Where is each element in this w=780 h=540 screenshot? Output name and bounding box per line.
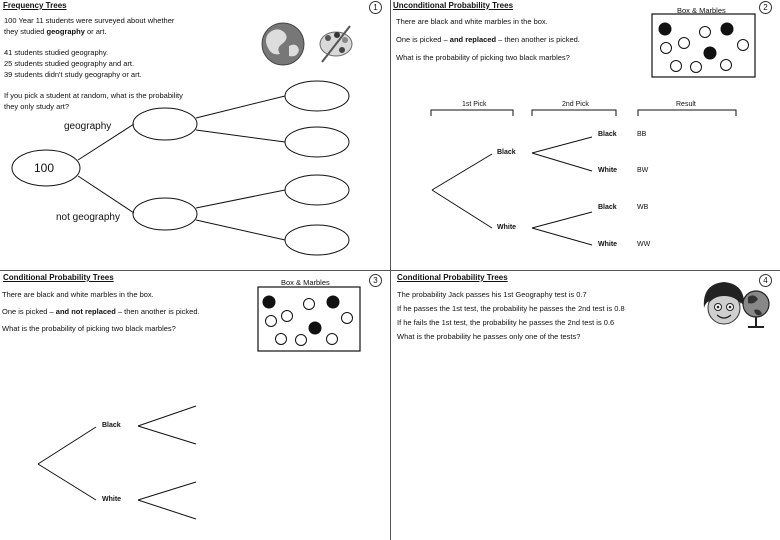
problem-line-2: If he passes the 1st test, the probabili… [397, 304, 625, 313]
problem-line-1: There are black and white marbles in the… [2, 290, 154, 299]
root-value: 100 [34, 161, 55, 175]
frequency-tree [11, 80, 350, 256]
line-text-end: – then another is picked. [496, 35, 580, 44]
geography-node [132, 107, 198, 141]
branch-label-geography: geography [64, 121, 112, 132]
tree-headers [430, 109, 737, 116]
paint-palette-icon [319, 25, 353, 63]
fact-1: 41 students studied geography. [4, 48, 109, 57]
conditional-trees-panel: Conditional Probability Trees 3 There ar… [0, 270, 390, 540]
conditional-trees-panel-2: Conditional Probability Trees 4 The prob… [390, 270, 780, 540]
unconditional-trees-panel: Unconditional Probability Trees 2 There … [390, 0, 780, 270]
first-pick-white: White [497, 224, 517, 231]
header-result: Result [676, 101, 696, 108]
intro-line-2: they studied geography or art. [4, 27, 107, 36]
first-pick-white: White [102, 496, 122, 503]
problem-line-3: What is the probability of picking two b… [2, 324, 176, 333]
problem-line-2: One is picked – and replaced – then anot… [396, 35, 580, 44]
question-number: 4 [759, 274, 772, 287]
panel-title: Conditional Probability Trees [397, 273, 508, 282]
result-label: WW [637, 241, 651, 248]
problem-line-2: One is picked – and not replaced – then … [2, 307, 200, 316]
intro-line-1: 100 Year 11 students were surveyed about… [4, 16, 175, 25]
line-bold: and replaced [449, 35, 497, 44]
panel-title: Frequency Trees [3, 1, 67, 10]
horizontal-divider [0, 270, 780, 271]
panel-title: Unconditional Probability Trees [393, 1, 514, 10]
result-label: WB [637, 204, 649, 211]
first-pick-black: Black [102, 422, 121, 429]
branch-label-not-geography: not geography [56, 212, 120, 223]
result-label: BW [637, 167, 649, 174]
box-title: Box & Marbles [281, 278, 330, 287]
second-pick-label: Black [598, 131, 617, 138]
header-second-pick: 2nd Pick [562, 101, 589, 108]
fact-2: 25 students studied geography and art. [4, 59, 135, 68]
second-pick-label: White [598, 167, 618, 174]
fact-3: 39 students didn't study geography or ar… [4, 70, 142, 79]
problem-line-3: If he fails the 1st test, the probabilit… [397, 318, 615, 327]
first-pick-black: Black [497, 149, 516, 156]
line-bold: and not replaced [55, 307, 116, 316]
result-label: BB [637, 131, 647, 138]
problem-line-1: The probability Jack passes his 1st Geog… [397, 290, 587, 299]
not-geography-node [132, 197, 198, 231]
intro-text-end: or art. [84, 27, 107, 36]
root-node [11, 149, 81, 187]
frequency-trees-panel: Frequency Trees 1 100 Year 11 students w… [0, 0, 390, 270]
probability-tree [431, 136, 593, 246]
header-first-pick: 1st Pick [462, 101, 487, 108]
intro-bold: geography [46, 27, 85, 36]
box-title: Box & Marbles [677, 6, 726, 15]
marble-box [651, 13, 756, 78]
question-line-2: they only study art? [4, 102, 70, 111]
question-number: 3 [369, 274, 382, 287]
problem-line-4: What is the probability he passes only o… [397, 332, 581, 341]
question-number: 1 [369, 1, 382, 14]
problem-line-1: There are black and white marbles in the… [396, 17, 548, 26]
probability-tree [37, 405, 197, 520]
globe-icon [261, 22, 305, 66]
question-line-1: If you pick a student at random, what is… [4, 91, 183, 100]
student-with-globe-icon [703, 282, 770, 328]
marble-box [257, 286, 361, 352]
second-pick-label: White [598, 241, 618, 248]
line-text-end: – then another is picked. [115, 307, 200, 316]
line-text: One is picked – [2, 307, 56, 316]
second-pick-label: Black [598, 204, 617, 211]
intro-text: they studied [4, 27, 47, 36]
line-text: One is picked – [396, 35, 450, 44]
question-number: 2 [759, 1, 772, 14]
problem-line-3: What is the probability of picking two b… [396, 53, 570, 62]
panel-title: Conditional Probability Trees [3, 273, 114, 282]
